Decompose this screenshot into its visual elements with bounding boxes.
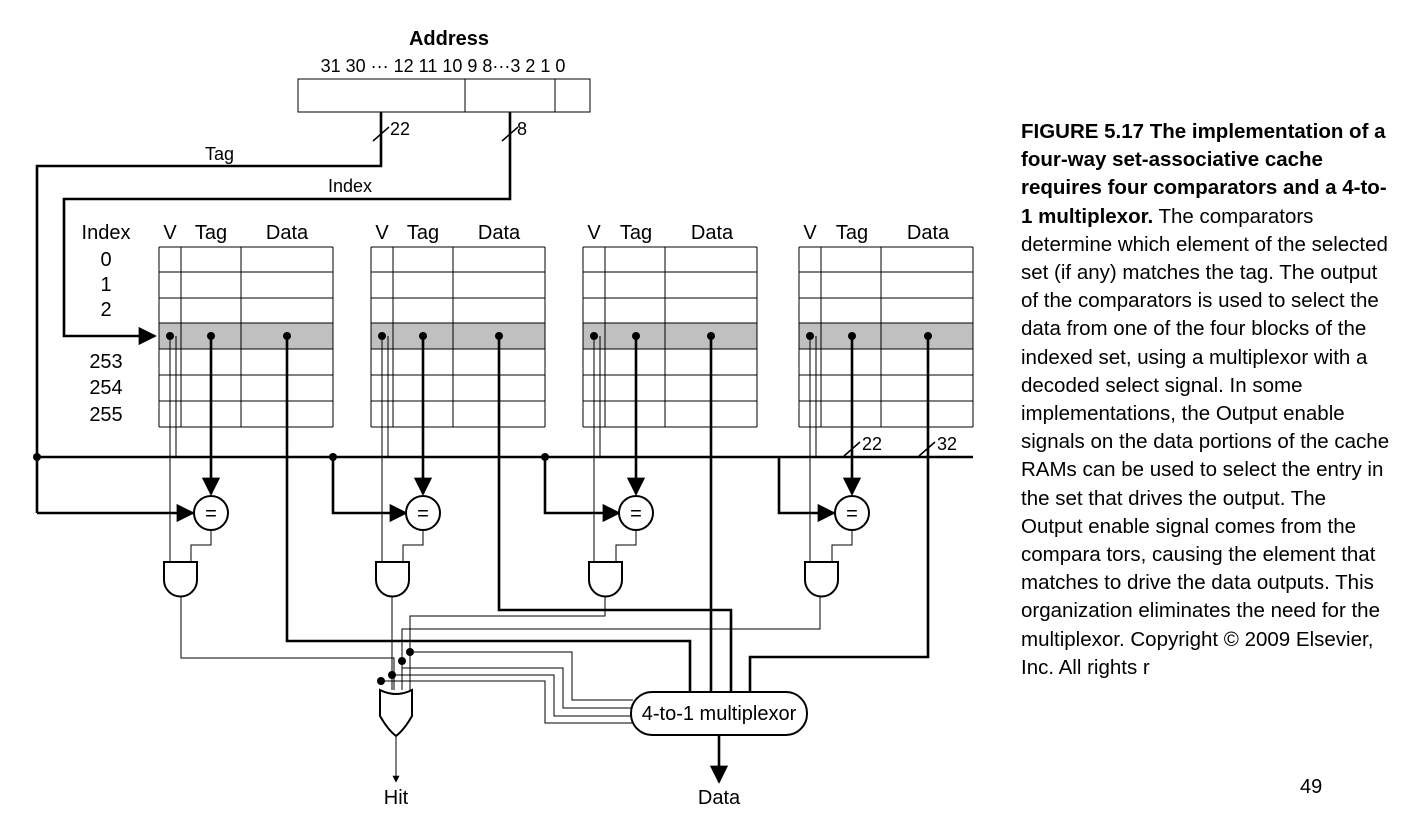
and-gate bbox=[804, 561, 839, 598]
cache-way: V Tag Data bbox=[158, 222, 334, 428]
selected-set-row bbox=[583, 323, 757, 349]
index-row-label: 255 bbox=[89, 404, 122, 426]
page-number: 49 bbox=[1300, 776, 1323, 798]
and-gate bbox=[163, 561, 198, 598]
comparator: = bbox=[193, 495, 229, 531]
address-bit-labels: 31 30 ··· 12 11 10 9 8···3 2 1 0 bbox=[321, 56, 566, 76]
caption-body: The comparators determine which element … bbox=[1021, 204, 1390, 679]
tag-signal-label: Tag bbox=[205, 144, 234, 164]
caption-title: FIGURE 5.17 The implementation of a four… bbox=[1021, 120, 1387, 228]
index-row-label: 0 bbox=[100, 249, 111, 271]
index-width-label: 8 bbox=[517, 119, 527, 139]
v-column-header: V bbox=[803, 222, 817, 244]
index-signal-label: Index bbox=[328, 176, 372, 196]
tag-column-header: Tag bbox=[620, 222, 652, 244]
svg-text:=: = bbox=[205, 503, 217, 525]
comparator: = bbox=[405, 495, 441, 531]
svg-text:=: = bbox=[846, 503, 858, 525]
data-column-header: Data bbox=[266, 222, 309, 244]
tag-column-header: Tag bbox=[195, 222, 227, 244]
or-gate bbox=[379, 688, 413, 738]
data-bus-width-label: 32 bbox=[937, 434, 957, 454]
address-title: Address bbox=[409, 28, 489, 50]
index-row-label: 2 bbox=[100, 299, 111, 321]
v-column-header: V bbox=[375, 222, 389, 244]
tag-column-header: Tag bbox=[407, 222, 439, 244]
index-width-slash bbox=[501, 126, 519, 142]
address-register bbox=[297, 78, 591, 113]
and-gate bbox=[375, 561, 410, 598]
index-wire bbox=[62, 112, 512, 346]
svg-text:=: = bbox=[630, 503, 642, 525]
tag-width-label: 22 bbox=[390, 119, 410, 139]
comparator: = bbox=[618, 495, 654, 531]
tag-bus-width-label: 22 bbox=[862, 434, 882, 454]
index-row-label: 253 bbox=[89, 351, 122, 373]
selected-set-row bbox=[159, 323, 333, 349]
svg-text:=: = bbox=[417, 503, 429, 525]
cache-way: V Tag Data bbox=[582, 222, 758, 428]
and-gate bbox=[588, 561, 623, 598]
cache-diagram: Address 31 30 ··· 12 11 10 9 8···3 2 1 0… bbox=[33, 28, 974, 809]
data-output-label: Data bbox=[698, 787, 741, 809]
tag-wire bbox=[35, 112, 383, 513]
index-row-label: 254 bbox=[89, 377, 122, 399]
tag-column-header: Tag bbox=[836, 222, 868, 244]
index-header: Index bbox=[82, 222, 131, 244]
v-column-header: V bbox=[163, 222, 177, 244]
selected-set-row bbox=[371, 323, 545, 349]
multiplexor-label: 4-to-1 multiplexor bbox=[642, 703, 797, 725]
figure-caption: FIGURE 5.17 The implementation of a four… bbox=[1021, 118, 1391, 682]
cache-way: V Tag Data bbox=[370, 222, 546, 428]
data-column-header: Data bbox=[691, 222, 734, 244]
v-column-header: V bbox=[587, 222, 601, 244]
cache-way: V Tag Data bbox=[798, 222, 974, 428]
tag-width-slash bbox=[372, 126, 390, 142]
comparator: = bbox=[834, 495, 870, 531]
selected-set-row bbox=[799, 323, 973, 349]
data-column-header: Data bbox=[478, 222, 521, 244]
data-column-header: Data bbox=[907, 222, 950, 244]
hit-label: Hit bbox=[384, 787, 409, 809]
index-row-label: 1 bbox=[100, 274, 111, 296]
